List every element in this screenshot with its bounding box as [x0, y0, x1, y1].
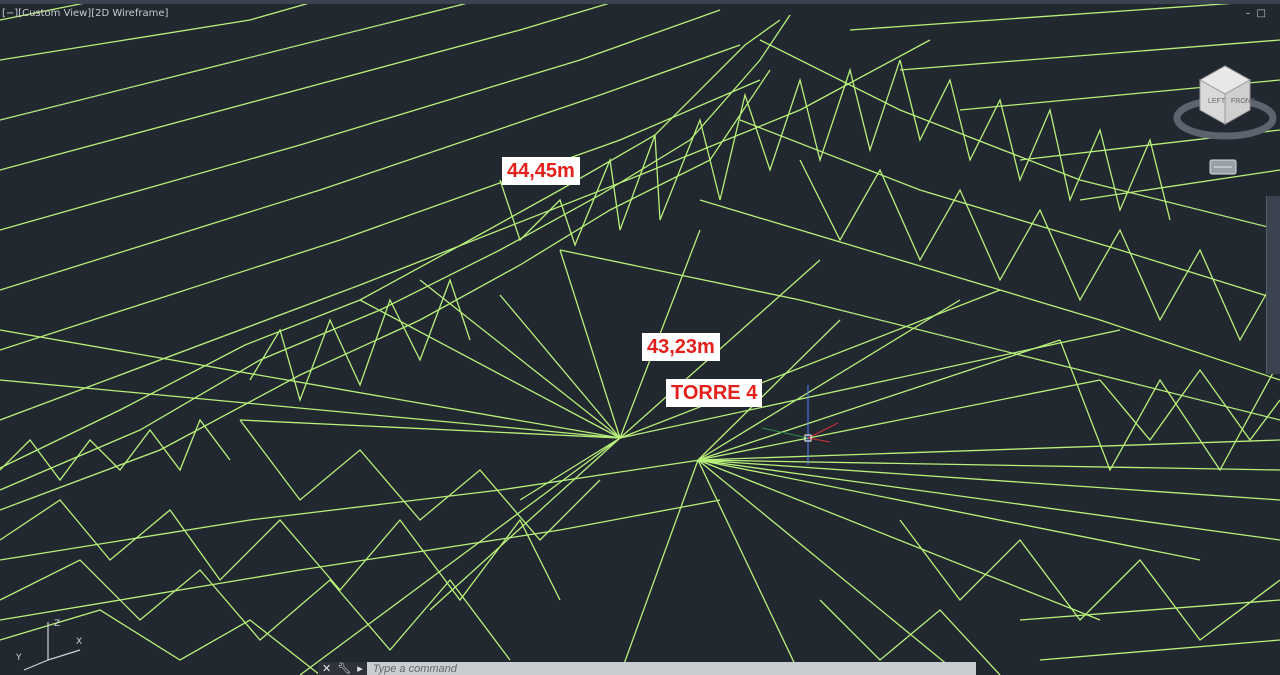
navigation-bar[interactable] [1266, 196, 1280, 374]
elevation-label-pit: 43,23m [642, 333, 720, 361]
tower-label: TORRE 4 [666, 379, 763, 407]
command-line: ✕ 🔧︎ ▸ [318, 662, 976, 675]
viewcube-front-label: FRONT [1231, 98, 1256, 105]
viewport-controls-label[interactable]: [−][Custom View][2D Wireframe] [2, 8, 169, 19]
elevation-label-ridge: 44,45m [502, 157, 580, 185]
ucs-x-label: X [76, 637, 82, 647]
minimize-icon[interactable]: – [1245, 8, 1257, 19]
maximize-icon[interactable]: □ [1256, 8, 1272, 19]
wrench-icon[interactable]: 🔧︎ [337, 662, 352, 675]
close-icon[interactable]: ✕ [322, 662, 332, 675]
viewcube-left-label: LEFT [1208, 98, 1226, 105]
home-icon[interactable] [1209, 159, 1237, 175]
ucs-z-label: Z [54, 619, 60, 629]
viewcube-front-face[interactable] [1224, 79, 1251, 125]
ucs-y-label: Y [15, 653, 22, 663]
viewcube[interactable]: LEFT FRONT [1170, 60, 1280, 180]
command-line-tools: ✕ 🔧︎ ▸ [318, 662, 367, 675]
ucs-icon: Z Y X [15, 619, 82, 671]
prompt-icon[interactable]: ▸ [357, 662, 363, 675]
viewport-top-border [0, 0, 1280, 4]
viewport-window-controls: –□ [1246, 8, 1272, 19]
command-input[interactable] [366, 662, 976, 675]
crosshair-cursor [761, 385, 839, 465]
